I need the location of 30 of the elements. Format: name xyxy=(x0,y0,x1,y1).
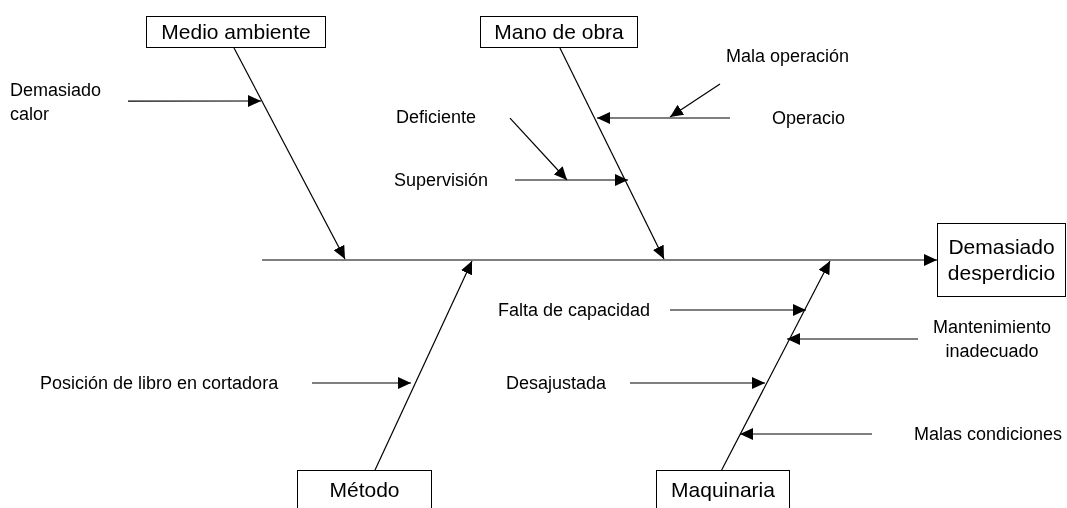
cause-label: Posición de libro en cortadora xyxy=(40,371,312,395)
arrow xyxy=(669,83,721,118)
arrow xyxy=(739,428,873,440)
cause-label: Deficiente xyxy=(396,104,510,130)
arrow xyxy=(509,117,568,181)
cause-label: Desajustada xyxy=(506,371,630,395)
cause-label: Mantenimiento inadecuado xyxy=(918,315,1066,363)
cause-label: Supervisión xyxy=(394,168,515,192)
arrow xyxy=(233,47,346,260)
cause-label: Falta de capacidad xyxy=(498,298,670,322)
arrow xyxy=(374,260,473,471)
category-box: Medio ambiente xyxy=(146,16,326,48)
cause-label: Mala operación xyxy=(720,44,870,84)
category-box: Demasiado desperdicio xyxy=(937,223,1066,297)
arrow xyxy=(127,95,262,107)
arrow xyxy=(629,377,766,389)
arrow xyxy=(669,304,807,316)
category-box: Maquinaria xyxy=(656,470,790,508)
arrow xyxy=(311,377,412,389)
category-box: Método xyxy=(297,470,432,508)
arrow xyxy=(514,174,629,186)
cause-label: Operacio xyxy=(730,106,845,130)
arrow xyxy=(721,260,831,471)
cause-label: Malas condiciones xyxy=(872,422,1062,446)
arrow xyxy=(786,333,919,345)
category-box: Mano de obra xyxy=(480,16,638,48)
arrow xyxy=(596,112,731,124)
arrow xyxy=(261,254,938,266)
cause-label: Demasiado calor xyxy=(10,78,128,126)
arrow xyxy=(559,47,665,260)
